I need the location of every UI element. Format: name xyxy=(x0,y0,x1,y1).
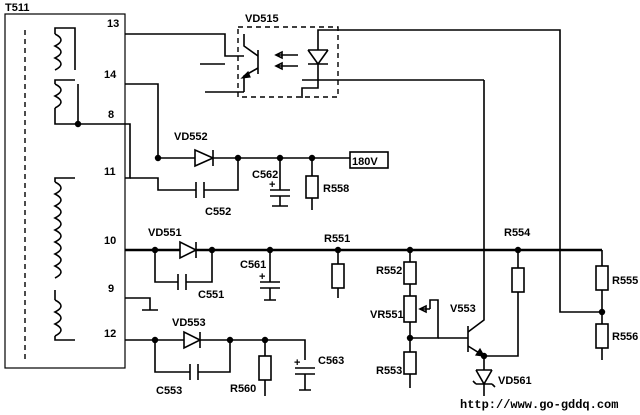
label-c553: C553 xyxy=(156,385,182,397)
capacitor-c562: + C562 xyxy=(252,158,290,207)
winding-13-14 xyxy=(53,33,62,71)
label-r556: R556 xyxy=(612,331,638,343)
watermark-url: http://www.go-gddq.com xyxy=(460,398,618,412)
resistor-r554: R554 xyxy=(480,227,531,360)
output-180v-label: 180V xyxy=(352,156,378,168)
wire-pin14 xyxy=(125,83,159,158)
winding-10-9 xyxy=(53,181,62,279)
pin-14: 14 xyxy=(104,69,117,81)
transformer-t511: T511 13 14 8 11 10 9 12 xyxy=(4,2,126,369)
diode-vd552: VD552 xyxy=(174,131,215,168)
label-vd553: VD553 xyxy=(172,317,206,329)
label-t511: T511 xyxy=(5,2,29,14)
wire-pin11 xyxy=(125,123,131,179)
label-vd515: VD515 xyxy=(245,13,279,25)
svg-text:+: + xyxy=(294,357,300,369)
pin-8: 8 xyxy=(108,109,114,121)
pin-12: 12 xyxy=(104,328,116,340)
label-r560: R560 xyxy=(230,383,256,395)
transistor-v553: V553 xyxy=(438,80,486,366)
capacitor-c551: C551 xyxy=(154,250,224,301)
svg-text:+: + xyxy=(259,271,265,283)
diode-vd553: VD553 xyxy=(172,317,206,350)
transformer-outline xyxy=(4,13,126,369)
label-r551: R551 xyxy=(324,233,350,245)
zener-vd561: VD561 xyxy=(472,366,532,396)
label-c552: C552 xyxy=(205,206,231,218)
winding-9-12 xyxy=(53,299,62,337)
resistor-r551: R551 xyxy=(324,233,350,298)
label-r553: R553 xyxy=(376,365,402,377)
label-r558: R558 xyxy=(323,183,349,195)
label-c563: C563 xyxy=(318,355,344,367)
capacitor-c553: C553 xyxy=(154,340,231,397)
diode-vd551: VD551 xyxy=(148,227,198,260)
label-r554: R554 xyxy=(504,227,531,239)
capacitor-c563: + C563 xyxy=(294,355,344,391)
ground-pin9 xyxy=(125,297,158,311)
resistor-r560: R560 xyxy=(230,340,272,396)
label-v553: V553 xyxy=(450,303,476,315)
label-c561: C561 xyxy=(240,259,266,271)
label-r555: R555 xyxy=(612,275,638,287)
wire-led-anode xyxy=(335,29,602,313)
label-vd561: VD561 xyxy=(498,375,532,387)
label-vd552: VD552 xyxy=(174,131,208,143)
optocoupler-box xyxy=(237,26,339,98)
resistor-r556: R556 xyxy=(595,312,638,360)
capacitor-c552: C552 xyxy=(185,158,239,218)
svg-text:+: + xyxy=(269,179,275,191)
pin-11: 11 xyxy=(104,166,116,178)
label-vr551: VR551 xyxy=(370,309,404,321)
label-r552: R552 xyxy=(376,265,402,277)
resistor-r552: R552 xyxy=(376,250,417,296)
capacitor-c561: + C561 xyxy=(240,250,280,301)
label-c562: C562 xyxy=(252,169,278,181)
output-180v-box xyxy=(349,151,389,169)
resistor-r555: R555 xyxy=(595,250,638,316)
label-vd551: VD551 xyxy=(148,227,182,239)
pin-13: 13 xyxy=(107,18,119,30)
winding-14-8 xyxy=(53,83,62,109)
pin-9: 9 xyxy=(108,283,114,295)
label-c551: C551 xyxy=(198,289,224,301)
pin-10: 10 xyxy=(104,235,116,247)
resistor-r558: R558 xyxy=(305,158,349,210)
potentiometer-vr551: VR551 xyxy=(370,295,439,342)
optocoupler-vd515: VD515 xyxy=(237,13,339,98)
wire-pin12 xyxy=(125,339,306,360)
resistor-r553: R553 xyxy=(376,338,417,388)
